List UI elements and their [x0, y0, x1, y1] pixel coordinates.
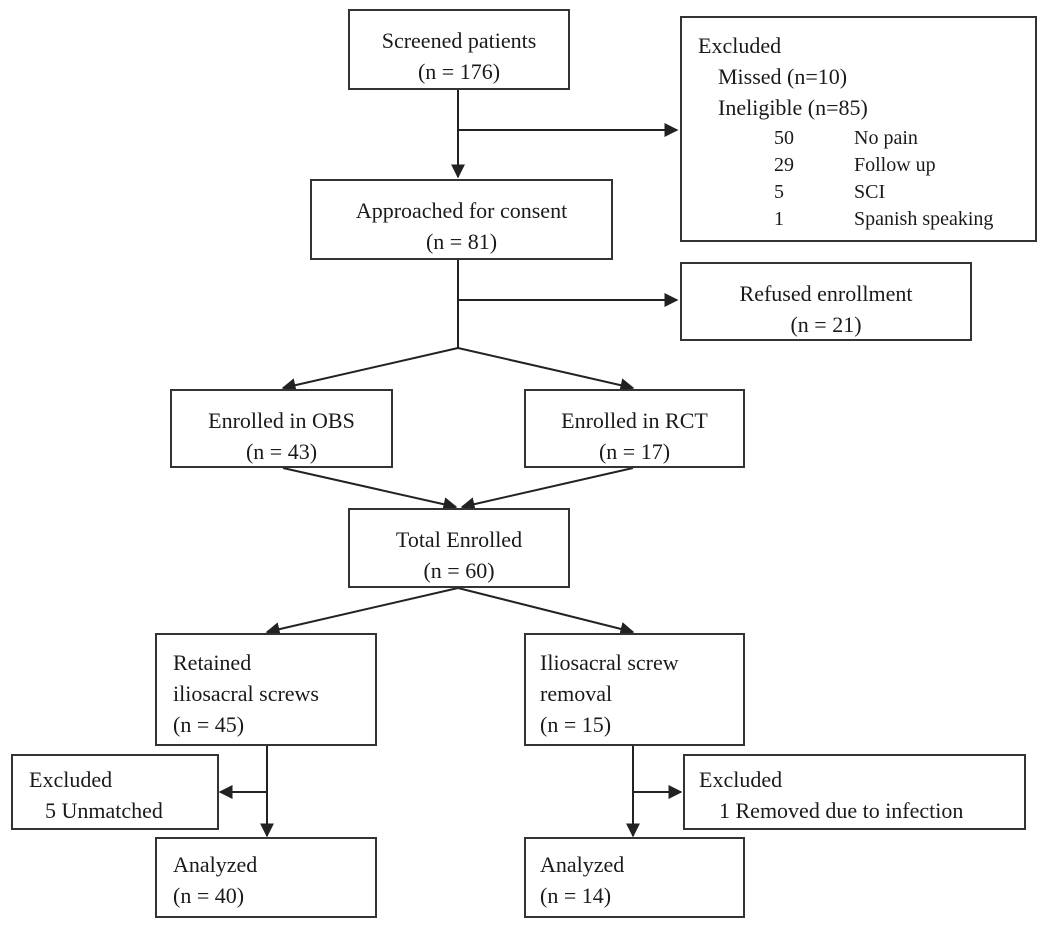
- reason-count: 1: [774, 208, 784, 230]
- analyzed-right-count: (n = 14): [540, 883, 612, 908]
- excluded-title: Excluded: [698, 33, 782, 58]
- analyzed-left-count: (n = 40): [173, 883, 245, 908]
- refused-title: Refused enrollment: [739, 281, 913, 306]
- ineligible-reason-row: 1 Spanish speaking: [682, 206, 1035, 233]
- rct-title: Enrolled in RCT: [561, 408, 708, 433]
- ineligible-reason-row: 29 Follow up: [682, 152, 1035, 179]
- excluded-right-title: Excluded: [699, 767, 783, 792]
- analyzed-right-box: Analyzed (n = 14): [524, 837, 745, 918]
- arrow-total-to-removal: [457, 587, 635, 636]
- removal-count: (n = 15): [540, 712, 612, 737]
- approached-title: Approached for consent: [355, 198, 568, 223]
- excluded-left-detail: 5 Unmatched: [45, 798, 163, 823]
- removal-line2: removal: [540, 681, 613, 706]
- obs-count: (n = 43): [245, 439, 318, 464]
- ineligible-reason-row: 50 No pain: [682, 125, 1035, 152]
- enrolled-obs-box: Enrolled in OBS (n = 43): [170, 389, 393, 468]
- screened-patients-box: Screened patients (n = 176): [348, 9, 570, 90]
- reason-label: No pain: [854, 127, 918, 149]
- approached-count: (n = 81): [425, 229, 498, 254]
- excluded-right-detail: 1 Removed due to infection: [719, 798, 964, 823]
- screened-title: Screened patients: [381, 28, 537, 53]
- enrolled-rct-box: Enrolled in RCT (n = 17): [524, 389, 745, 468]
- arrow-to-rct: [457, 347, 635, 393]
- excluded-unmatched-box: Excluded 5 Unmatched: [11, 754, 219, 830]
- arrow-to-obs: [281, 347, 459, 393]
- retained-line2: iliosacral screws: [173, 681, 319, 706]
- approached-box: Approached for consent (n = 81): [310, 179, 613, 260]
- screened-count: (n = 176): [417, 59, 501, 84]
- ineligible-count: Ineligible (n=85): [718, 95, 868, 120]
- reason-count: 29: [774, 154, 794, 176]
- retained-screws-box: Retained iliosacral screws (n = 45): [155, 633, 377, 746]
- arrow-obs-to-total: [282, 467, 458, 512]
- reason-count: 50: [774, 127, 794, 149]
- rct-count: (n = 17): [598, 439, 671, 464]
- analyzed-left-title: Analyzed: [173, 852, 258, 877]
- analyzed-right-title: Analyzed: [540, 852, 625, 877]
- total-count: (n = 60): [423, 558, 495, 583]
- reason-count: 5: [774, 181, 784, 203]
- refused-count: (n = 21): [790, 312, 862, 337]
- screw-removal-box: Iliosacral screw removal (n = 15): [524, 633, 745, 746]
- total-enrolled-box: Total Enrolled (n = 60): [348, 508, 570, 588]
- reason-label: SCI: [854, 181, 886, 203]
- retained-count: (n = 45): [173, 712, 245, 737]
- retained-line1: Retained: [173, 650, 252, 675]
- refused-box: Refused enrollment (n = 21): [680, 262, 972, 341]
- analyzed-left-box: Analyzed (n = 40): [155, 837, 377, 918]
- reason-label: Follow up: [854, 154, 936, 176]
- ineligible-reason-row: 5 SCI: [682, 179, 1035, 206]
- removal-line1: Iliosacral screw: [540, 650, 679, 675]
- arrow-total-to-retained: [265, 587, 459, 636]
- reason-label: Spanish speaking: [854, 208, 994, 230]
- arrow-rct-to-total: [460, 467, 634, 512]
- missed-count: Missed (n=10): [718, 64, 848, 89]
- excluded-box: Excluded Missed (n=10) Ineligible (n=85)…: [680, 16, 1037, 242]
- total-title: Total Enrolled: [395, 527, 523, 552]
- excluded-left-title: Excluded: [29, 767, 113, 792]
- excluded-infection-box: Excluded 1 Removed due to infection: [683, 754, 1026, 830]
- obs-title: Enrolled in OBS: [208, 408, 355, 433]
